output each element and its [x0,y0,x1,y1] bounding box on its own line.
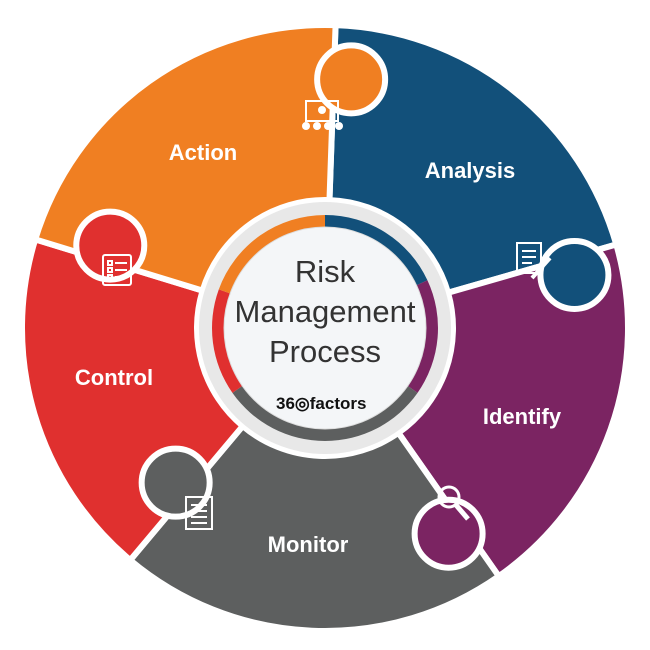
center-ring-segment-action [218,215,325,294]
list-document-icon [185,496,213,530]
segment-label-control: Control [75,365,153,390]
segment-monitor [126,421,503,634]
puzzle-tab-action [314,42,389,117]
center-ring-segment-analysis [325,215,428,286]
magnifier-icon [437,485,470,521]
puzzle-tab-analysis [537,237,612,312]
puzzle-tab-identify [411,496,486,571]
segment-identify [394,240,631,581]
segment-analysis [326,22,620,297]
presentation-icon [302,100,343,130]
document-pen-icon [516,242,552,280]
puzzle-tab-monitor [138,445,213,520]
center-title-line-2: Management [235,294,416,329]
segment-label-action: Action [169,140,237,165]
segment-label-analysis: Analysis [425,158,516,183]
center-disk [223,226,427,430]
segment-label-identify: Identify [483,404,562,429]
center-ring-segment-control [212,289,244,393]
center-ring-segment-identify [406,280,438,393]
checklist-icon [102,254,132,286]
center-ring-segment-monitor [232,385,418,442]
center-title-line-1: Risk [295,254,356,289]
brand-logo: 36◎factors [276,394,366,413]
center-title-line-3: Process [269,334,381,369]
puzzle-tab-control [73,208,148,283]
segment-label-monitor: Monitor [268,532,349,557]
